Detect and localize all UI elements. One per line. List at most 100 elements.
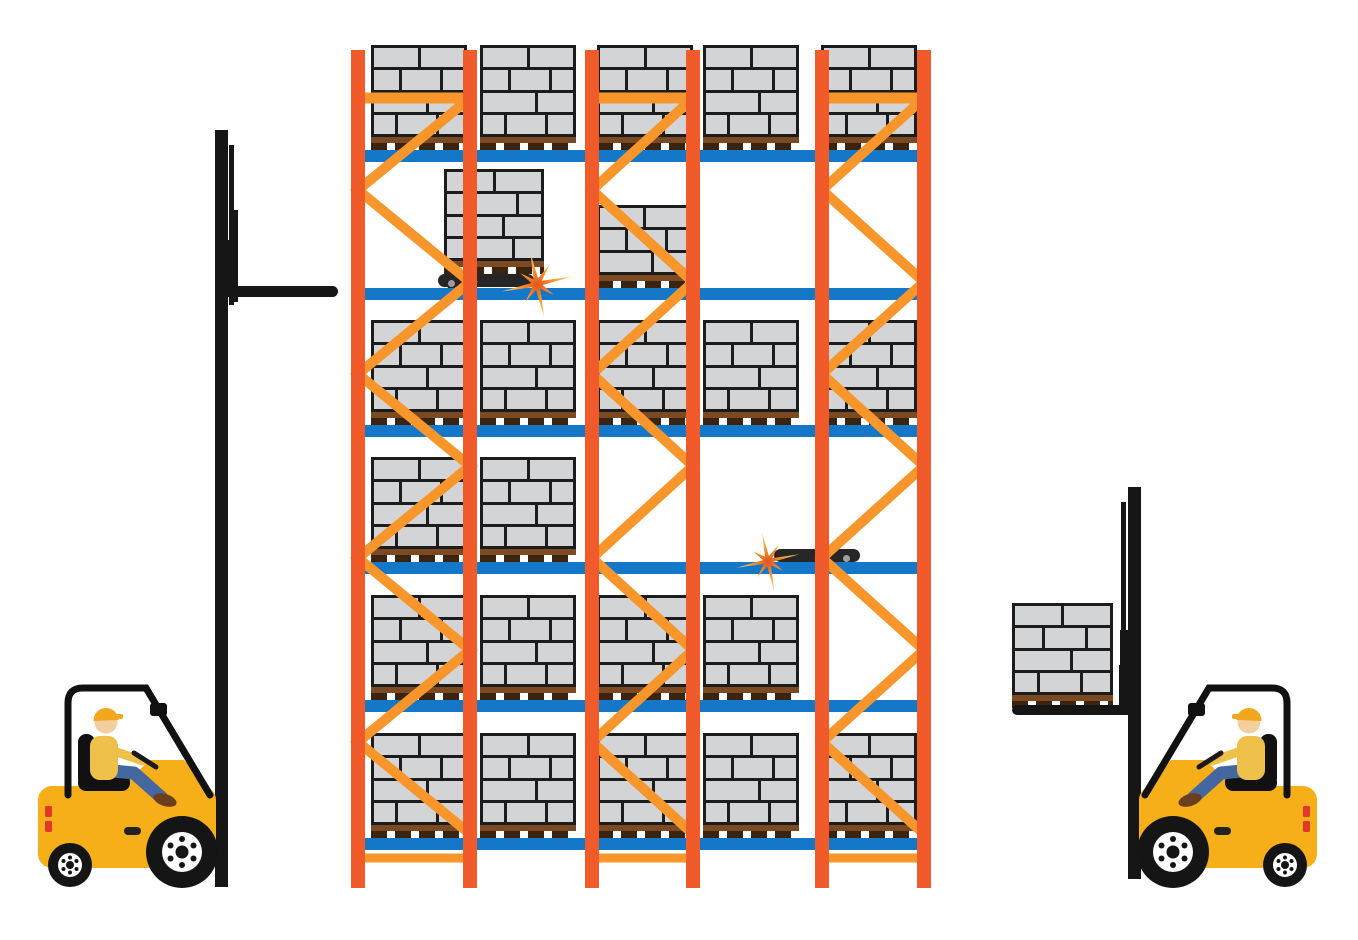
block bbox=[852, 345, 890, 365]
cap-brim bbox=[1232, 714, 1249, 719]
block bbox=[706, 389, 727, 409]
door-handle bbox=[1214, 827, 1231, 835]
wood-pallet-feet bbox=[480, 693, 576, 700]
wood-pallet-board bbox=[703, 137, 799, 143]
wood-pallet-feet bbox=[371, 693, 467, 700]
block bbox=[511, 70, 549, 90]
block-row bbox=[1015, 606, 1110, 626]
block bbox=[624, 389, 662, 409]
block bbox=[374, 642, 427, 662]
block bbox=[669, 70, 690, 90]
shelf-beam bbox=[351, 700, 931, 712]
block bbox=[600, 598, 644, 618]
block-row bbox=[374, 620, 464, 640]
block-row bbox=[824, 758, 914, 778]
block bbox=[824, 70, 850, 90]
block bbox=[654, 252, 688, 272]
block bbox=[600, 736, 644, 756]
block bbox=[600, 208, 643, 228]
block bbox=[476, 194, 516, 214]
block bbox=[600, 389, 621, 409]
block bbox=[547, 114, 573, 134]
cab-frame bbox=[64, 684, 214, 799]
pallet-load bbox=[703, 45, 799, 150]
block-row bbox=[600, 48, 690, 68]
block-row bbox=[600, 208, 688, 228]
block bbox=[529, 460, 573, 480]
block-row bbox=[600, 642, 690, 662]
block bbox=[600, 114, 621, 134]
taillight bbox=[45, 821, 52, 832]
block bbox=[646, 48, 690, 68]
block-row bbox=[483, 802, 573, 822]
pallet-load bbox=[371, 457, 467, 562]
block-stack bbox=[597, 205, 691, 275]
block bbox=[655, 780, 690, 800]
block bbox=[538, 642, 573, 662]
block-row bbox=[374, 642, 464, 662]
forklift-mast-left bbox=[221, 286, 338, 297]
block-row bbox=[706, 736, 796, 756]
wood-pallet-feet bbox=[597, 143, 693, 150]
block-row bbox=[600, 736, 690, 756]
block bbox=[600, 252, 651, 272]
taillight bbox=[1303, 821, 1310, 832]
block bbox=[824, 758, 850, 778]
block bbox=[552, 70, 573, 90]
block bbox=[374, 114, 395, 134]
block bbox=[600, 780, 653, 800]
block bbox=[888, 114, 914, 134]
block bbox=[483, 367, 536, 387]
block bbox=[600, 345, 626, 365]
block-row bbox=[706, 323, 796, 343]
block-row bbox=[706, 345, 796, 365]
block bbox=[402, 70, 440, 90]
block bbox=[706, 92, 759, 112]
pallet-load bbox=[480, 320, 576, 425]
block bbox=[1073, 650, 1110, 670]
block bbox=[752, 598, 796, 618]
block bbox=[443, 482, 464, 502]
block bbox=[374, 598, 418, 618]
block bbox=[824, 114, 845, 134]
block bbox=[706, 758, 732, 778]
block bbox=[420, 460, 464, 480]
block-row bbox=[1015, 672, 1110, 692]
block bbox=[600, 664, 621, 684]
block bbox=[374, 780, 427, 800]
block-row bbox=[600, 323, 690, 343]
block bbox=[752, 736, 796, 756]
block bbox=[438, 664, 464, 684]
pallet-load bbox=[703, 595, 799, 700]
block-row bbox=[706, 802, 796, 822]
block-row bbox=[374, 389, 464, 409]
wood-pallet-feet bbox=[444, 267, 544, 274]
block-row bbox=[483, 780, 573, 800]
block bbox=[706, 114, 727, 134]
block bbox=[483, 526, 504, 546]
block bbox=[775, 70, 796, 90]
block-row bbox=[483, 92, 573, 112]
wood-pallet-feet bbox=[371, 831, 467, 838]
block bbox=[848, 802, 886, 822]
shelf-beam bbox=[351, 838, 931, 850]
block bbox=[706, 664, 727, 684]
wood-pallet-feet bbox=[371, 143, 467, 150]
block bbox=[402, 620, 440, 640]
block bbox=[775, 345, 796, 365]
pallet-load bbox=[597, 733, 693, 838]
block-row bbox=[374, 92, 464, 112]
block-row bbox=[706, 642, 796, 662]
block bbox=[374, 664, 395, 684]
driver-shoe bbox=[1178, 793, 1202, 807]
block-row bbox=[483, 389, 573, 409]
block-stack bbox=[703, 733, 799, 825]
forklift-mast-left bbox=[215, 130, 228, 887]
block bbox=[824, 736, 868, 756]
block-stack bbox=[597, 320, 693, 412]
block bbox=[429, 92, 464, 112]
block bbox=[852, 758, 890, 778]
spark-star bbox=[501, 252, 573, 318]
block bbox=[706, 323, 750, 343]
